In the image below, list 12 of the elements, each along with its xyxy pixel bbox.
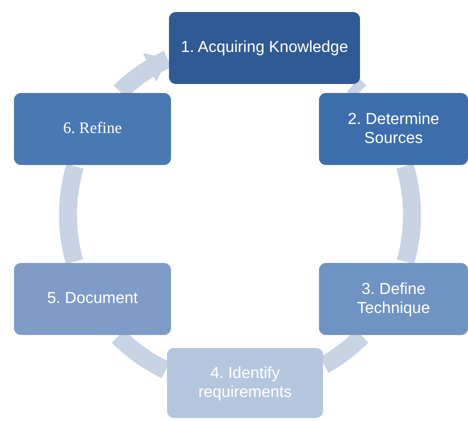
step-label: 1. Acquiring Knowledge <box>180 38 348 58</box>
process-box <box>167 348 323 418</box>
process-box <box>14 263 171 335</box>
process-box <box>319 263 468 335</box>
step-label: 5. Document <box>47 289 138 309</box>
step-label: 2. Determine Sources <box>346 110 440 148</box>
process-box <box>14 93 171 165</box>
process-box <box>319 93 468 165</box>
process-box <box>169 12 360 84</box>
step-label: 3. Define Technique <box>356 280 431 318</box>
step-label: 6. Refine <box>63 119 122 139</box>
step-label: 4. Identify requirements <box>197 364 293 402</box>
